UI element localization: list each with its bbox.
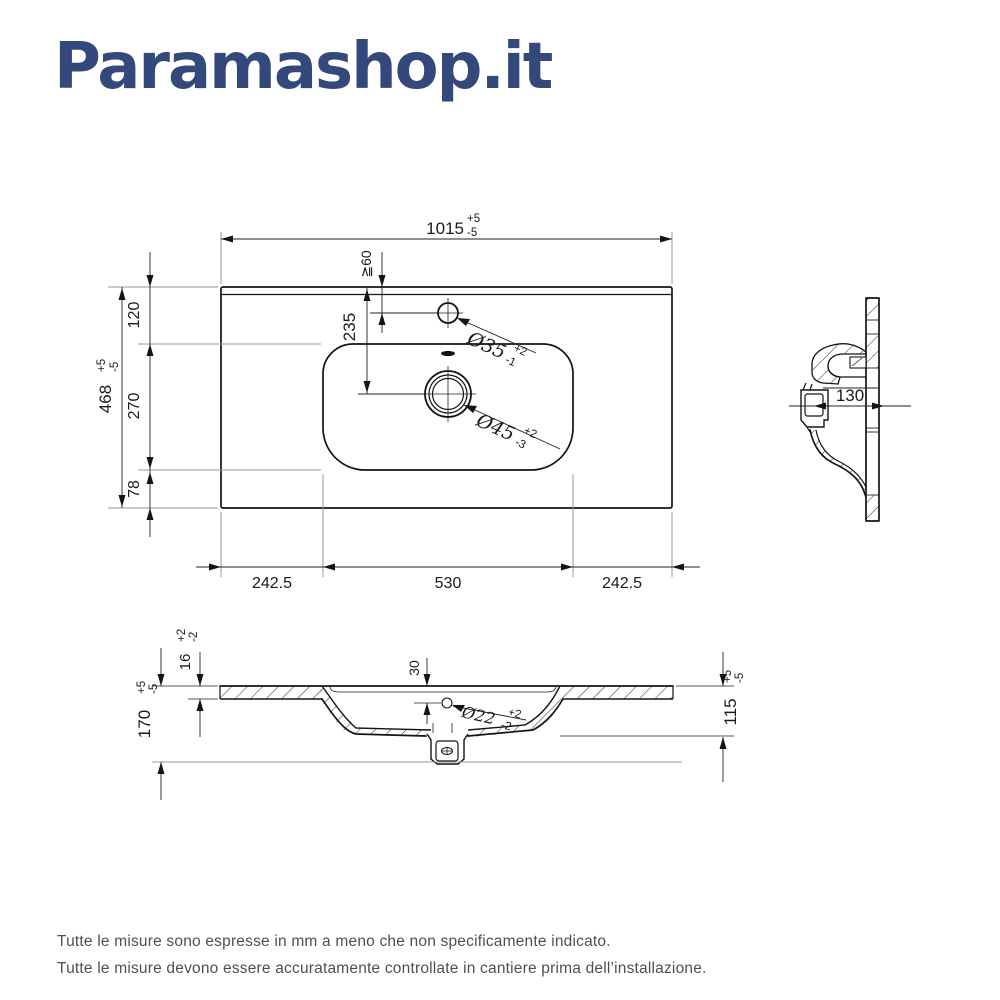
top-view: 1015 +5 -5 468 +5 -5 xyxy=(96,213,700,592)
dim-30-label: 30 xyxy=(406,660,422,676)
dim-130-label: 130 xyxy=(836,386,864,405)
section-right-wall-band xyxy=(468,686,563,737)
faucet-dia-label: Ø35 xyxy=(463,327,509,364)
dim-235-label: 235 xyxy=(340,313,359,341)
faucet-hole xyxy=(433,298,463,328)
dim-115-minus: -5 xyxy=(734,673,746,683)
footer-notes: Tutte le misure sono espresse in mm a me… xyxy=(57,928,707,982)
dim-1015-label: 1015 xyxy=(426,219,464,238)
dim-468-label: 468 xyxy=(96,385,115,413)
dim-16-minus: -2 xyxy=(188,632,200,642)
dim-edge-to-drain: 235 xyxy=(340,288,437,395)
callout-drain-hole: Ø45 +2 -3 xyxy=(463,404,561,452)
section-drain-glyph xyxy=(441,747,453,755)
section-far-rim-line xyxy=(329,685,557,693)
dim-120-label: 120 xyxy=(126,302,143,329)
section-drain-box xyxy=(426,733,469,765)
dim-468-minus: -5 xyxy=(109,362,121,372)
dim-width-chain: 242.5 530 242.5 xyxy=(196,474,700,592)
dim-side-130: 130 xyxy=(789,386,911,410)
footer-note-line2: Tutte le misure devono essere accuratame… xyxy=(57,960,707,977)
side-rim-bar xyxy=(865,297,880,522)
dim-left-offset-label: 242.5 xyxy=(252,575,292,592)
dim-16-plus: +2 xyxy=(176,629,188,642)
side-bowl-band xyxy=(810,430,866,497)
dim-overflow-drop: 30 xyxy=(406,658,431,724)
faucet-dia-plus: +2 xyxy=(512,343,529,359)
dim-115-label: 115 xyxy=(721,698,740,725)
section-left-wall-band xyxy=(320,686,431,737)
overflow-slot xyxy=(441,350,455,357)
footer-note-line1: Tutte le misure sono espresse in mm a me… xyxy=(57,933,611,950)
overflow-channel-section xyxy=(849,356,867,369)
dim-1015-minus: -5 xyxy=(467,227,477,239)
drain-dia-minus: -3 xyxy=(513,437,527,452)
faucet-dia-minus: -1 xyxy=(503,354,517,369)
dim-thickness: 16 +2 -2 xyxy=(152,629,218,737)
side-drain-box xyxy=(800,389,829,428)
dim-faucet-inset: ≧60 xyxy=(358,250,386,333)
dim-270-label: 270 xyxy=(126,393,143,420)
dim-right-offset-label: 242.5 xyxy=(602,575,642,592)
dim-115-plus: +5 xyxy=(722,670,734,683)
brand-logo: Paramashop.it xyxy=(54,30,553,104)
dim-170-plus: +5 xyxy=(136,681,148,694)
dim-min60-label: ≧60 xyxy=(358,250,374,278)
overflow-dia-minus: -2 xyxy=(500,719,513,733)
dim-170-minus: -5 xyxy=(148,684,160,694)
dim-16-label: 16 xyxy=(177,654,194,671)
dim-basin-height: 115 +5 -5 xyxy=(560,652,746,782)
dim-468-plus: +5 xyxy=(96,359,108,372)
drain-dia-label: Ø45 xyxy=(472,409,518,446)
dim-170-label: 170 xyxy=(135,710,154,738)
dim-total-height: 170 +5 -5 xyxy=(135,648,165,800)
dim-basin-width-label: 530 xyxy=(435,575,462,592)
callout-overflow-hole: Ø22 +2 -2 xyxy=(414,697,527,733)
drain-dia-plus: +2 xyxy=(522,425,539,441)
dim-78-label: 78 xyxy=(126,480,143,498)
countertop-outline xyxy=(220,286,673,509)
dim-overall-width: 1015 +5 -5 xyxy=(220,213,673,284)
basin-outline xyxy=(322,343,574,471)
dim-overall-depth: 468 +5 -5 xyxy=(96,286,218,509)
drain-hole xyxy=(420,366,476,422)
side-view: 130 xyxy=(789,297,911,522)
overflow-hole xyxy=(441,697,453,709)
dim-1015-plus: +5 xyxy=(467,213,480,225)
overflow-dia-label: Ø22 xyxy=(459,702,497,728)
overflow-dia-plus: +2 xyxy=(507,707,522,722)
section-view: 16 +2 -2 170 +5 -5 30 xyxy=(135,629,746,800)
side-back-rim-section xyxy=(811,343,867,385)
dim-depth-chain: 120 270 78 xyxy=(126,252,321,537)
